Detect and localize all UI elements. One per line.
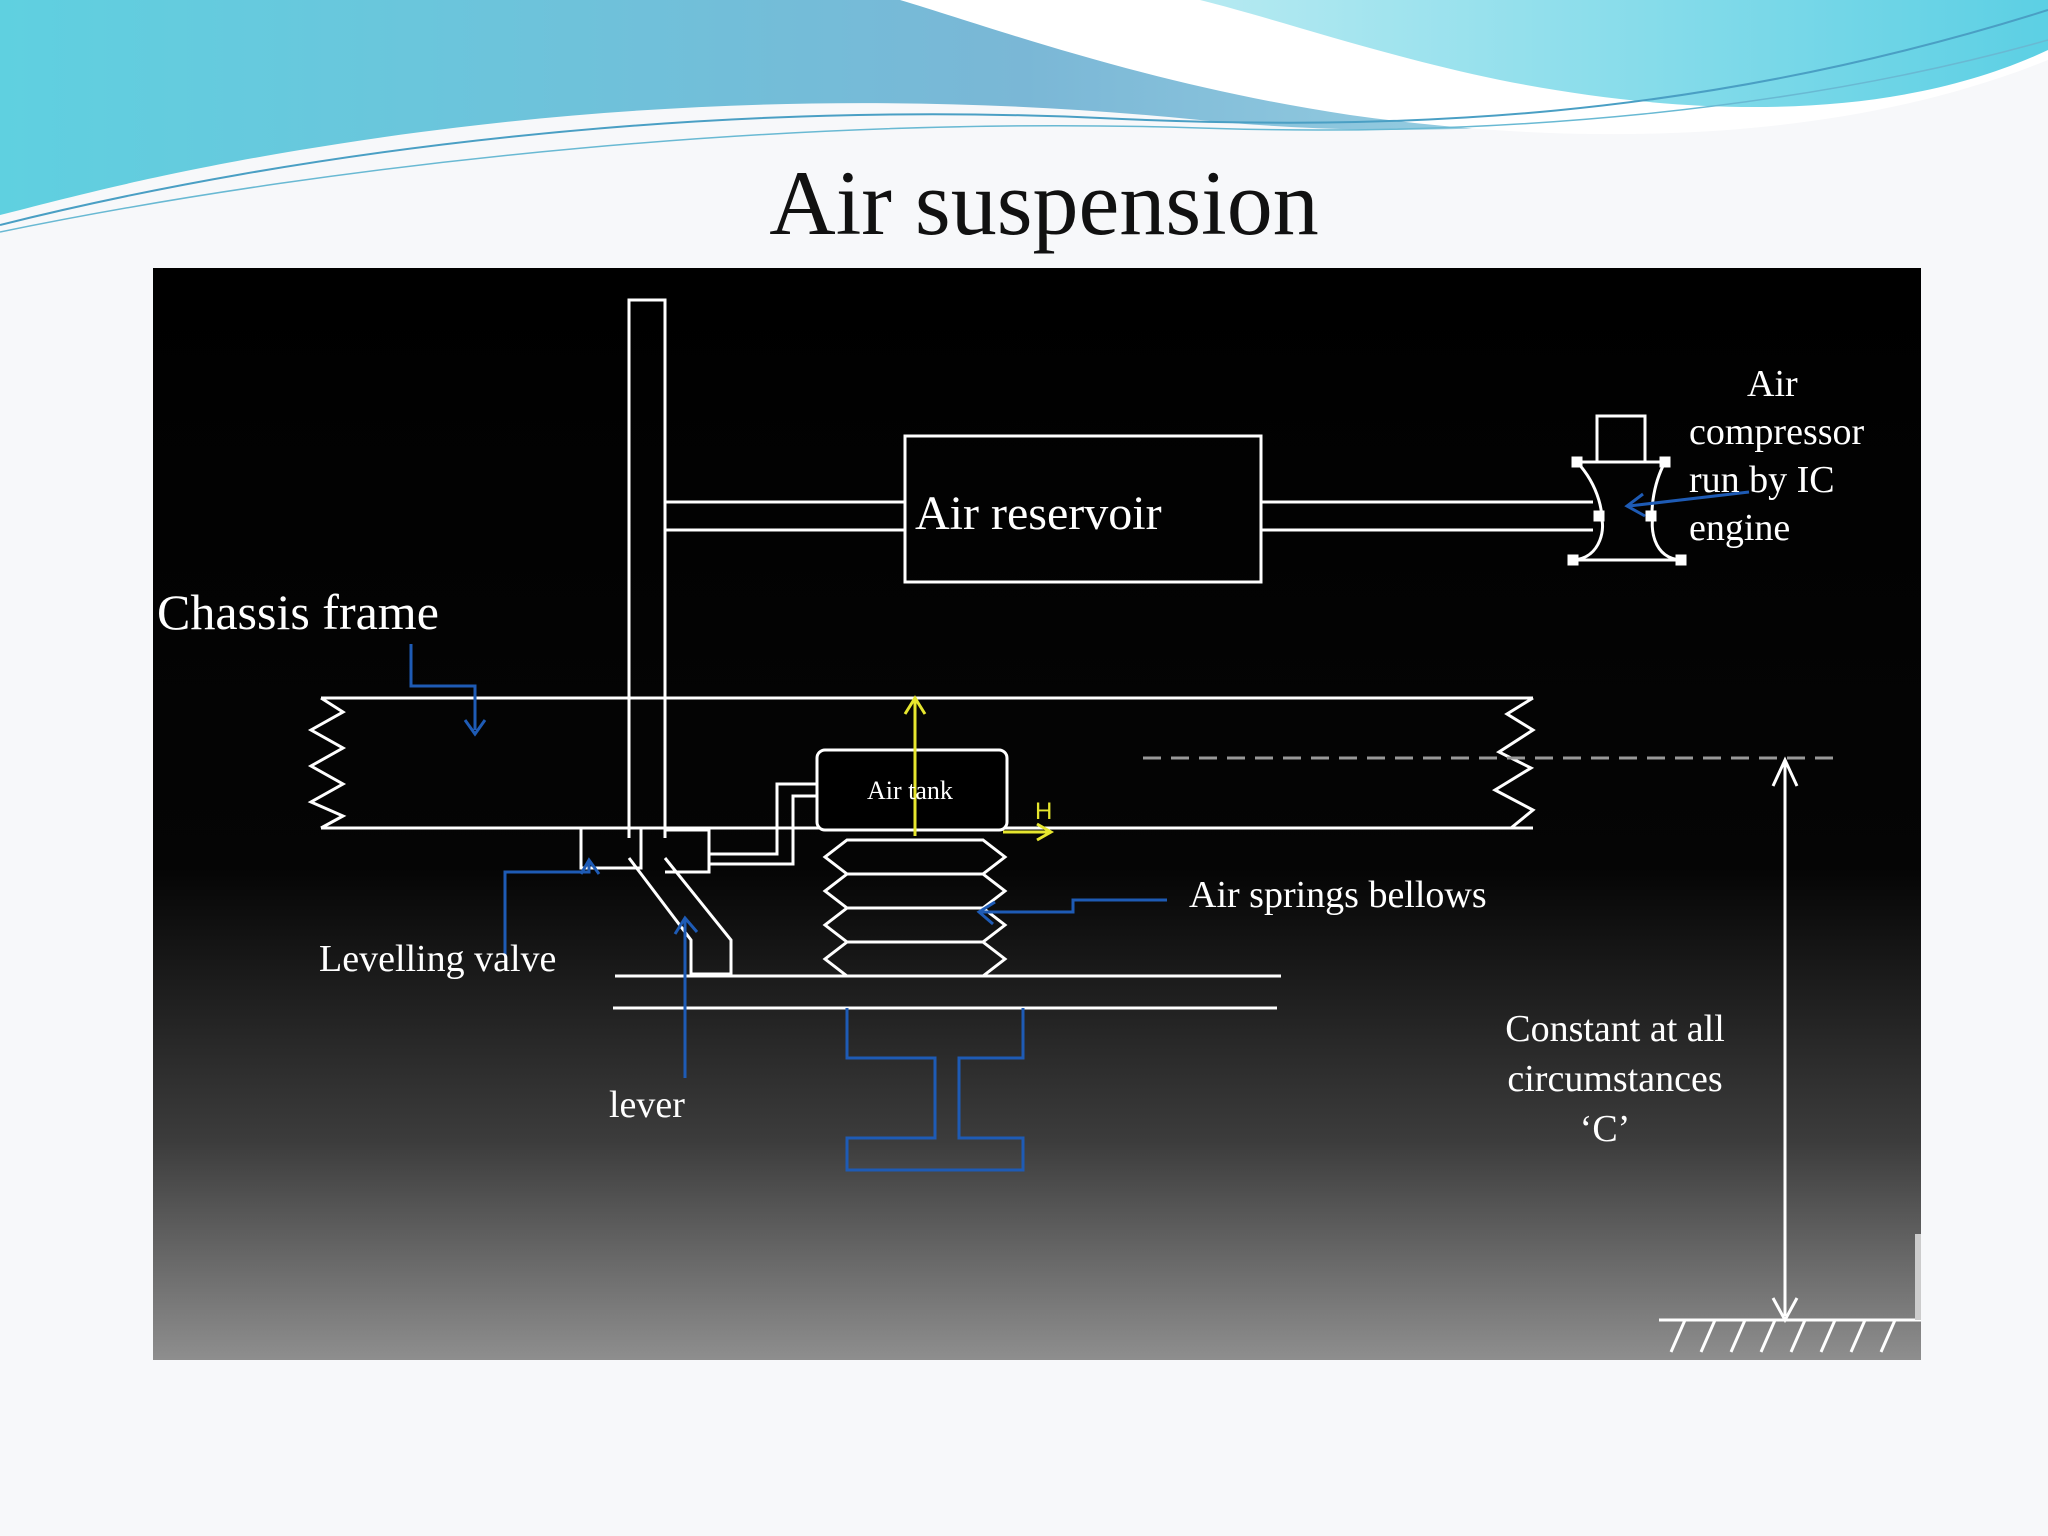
lever-label: lever: [609, 1084, 685, 1126]
air-compressor-label-line: compressor: [1689, 411, 1865, 453]
air-compressor-icon: [1567, 414, 1687, 566]
valve-to-tank-pipes: [663, 782, 817, 874]
pipe-to-compressor: [1261, 500, 1593, 532]
lever-arm: [627, 857, 733, 976]
air-springs-bellows-label: Air springs bellows: [1189, 874, 1487, 916]
air-compressor-label-line: engine: [1689, 507, 1791, 549]
constant-label-line: ‘C’: [1579, 1108, 1631, 1150]
decorative-wave-header: [0, 0, 2048, 233]
pipe-to-reservoir: [665, 500, 905, 532]
axle-plates: [613, 974, 1281, 1010]
levelling-valve-body: [579, 826, 643, 870]
constant-height-dimension-arrow: [1771, 756, 1799, 1324]
axle-i-beam: [845, 1008, 1025, 1172]
air-tank-box: [815, 748, 1009, 832]
label-pointers: [409, 490, 1750, 1078]
air-compressor-label-line: run by IC: [1689, 459, 1835, 501]
air-reservoir-label: Air reservoir: [915, 487, 1162, 540]
ground-hatch: [1659, 1234, 1921, 1353]
constant-label-line: circumstances: [1507, 1058, 1723, 1100]
air-compressor-label-line: Air: [1747, 363, 1798, 405]
air-springs-bellows: [822, 838, 1008, 978]
air-reservoir-box: [903, 434, 1263, 584]
air-suspension-diagram: Air reservoir Chassis frame Air tank H A…: [153, 268, 1921, 1360]
height-marker-label: H: [1035, 798, 1053, 825]
vertical-air-pipe: [627, 298, 667, 838]
page-title: Air suspension: [769, 152, 1319, 254]
height-indicator: [903, 695, 1055, 842]
air-tank-label: Air tank: [867, 776, 953, 805]
air-compressor-label: Air compressor run by IC engine: [1689, 360, 1864, 552]
levelling-valve-label: Levelling valve: [319, 938, 557, 980]
constant-label-line: Constant at all: [1505, 1008, 1725, 1050]
constant-label: Constant at all circumstances ‘C’: [1475, 1004, 1755, 1154]
chassis-frame-label: Chassis frame: [157, 584, 439, 640]
